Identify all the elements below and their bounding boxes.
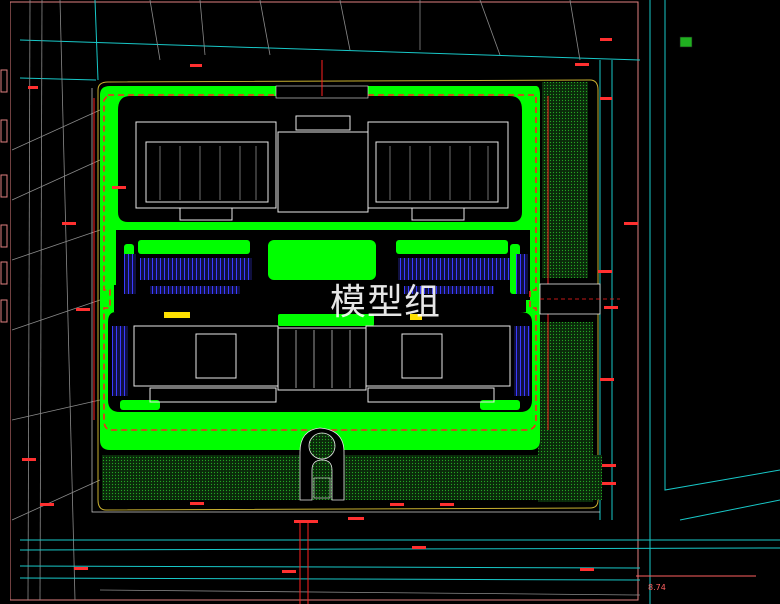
elevation-marks <box>22 38 638 573</box>
entrance-roundabout <box>299 427 345 501</box>
building-south <box>133 325 511 403</box>
parking-rows <box>112 254 530 396</box>
scale-label: 8.74 <box>648 583 666 592</box>
north-gate <box>275 60 369 99</box>
lawn-strip-south <box>102 455 602 500</box>
building-north <box>135 115 509 221</box>
drawing-frame <box>0 1 639 601</box>
east-entrance <box>539 283 620 315</box>
scale-bar: 8.74 <box>636 575 756 592</box>
lawn-strip-east-lower <box>538 322 593 502</box>
construction-redline <box>93 94 549 431</box>
watermark: 模型组 <box>330 282 441 323</box>
lawn-strip-east <box>542 82 588 278</box>
legend-swatch <box>679 36 693 48</box>
